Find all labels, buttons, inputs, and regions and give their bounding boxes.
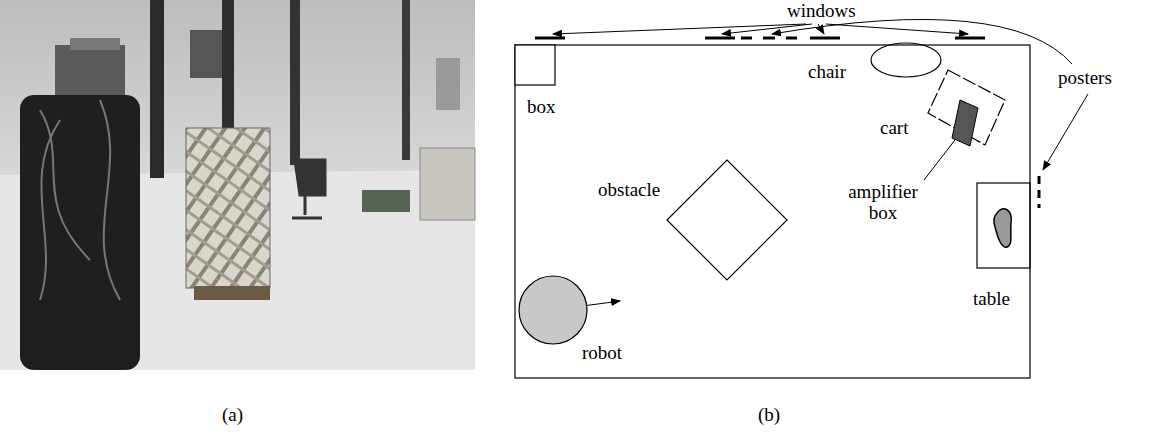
camera xyxy=(70,38,120,50)
outline xyxy=(928,70,1005,145)
amplifier-node: amplifier box xyxy=(950,100,980,146)
table-node: table xyxy=(977,183,1030,268)
window-marks xyxy=(535,37,985,40)
floor-plan xyxy=(515,19,1088,378)
obstacle-node: obstacle xyxy=(667,160,787,280)
column xyxy=(402,0,410,160)
node-shape xyxy=(515,45,555,85)
object-label: amplifier box xyxy=(838,182,928,224)
windows-label: windows xyxy=(787,1,856,22)
window-leaders xyxy=(553,24,968,34)
outline xyxy=(519,276,587,344)
robot-photo xyxy=(20,95,140,370)
outline xyxy=(515,45,555,85)
outline xyxy=(667,160,787,280)
outline xyxy=(871,43,941,77)
box-pile xyxy=(186,128,270,288)
poster xyxy=(190,30,222,78)
node-shape xyxy=(977,183,1030,268)
object-label: cart xyxy=(880,118,908,139)
amplifier-leader xyxy=(924,136,958,180)
chair-node: chair xyxy=(870,42,942,78)
node-shape xyxy=(870,42,942,78)
table-photo xyxy=(420,148,475,220)
cables xyxy=(40,100,120,300)
node-shape xyxy=(950,100,980,146)
pallet xyxy=(194,286,270,300)
outline xyxy=(994,209,1012,247)
object-label: obstacle xyxy=(598,180,660,201)
node-shape xyxy=(667,160,787,280)
poster-leaders xyxy=(772,19,1088,170)
outline xyxy=(952,100,978,146)
chair-photo xyxy=(292,160,325,218)
panel-label: (b) xyxy=(758,405,780,426)
camera xyxy=(55,45,125,95)
object-label: chair xyxy=(808,62,846,83)
cart-photo xyxy=(362,190,410,212)
room-outline xyxy=(515,45,1030,378)
outline xyxy=(977,183,1030,268)
posters-label: posters xyxy=(1058,68,1112,89)
node-shape xyxy=(518,275,588,345)
cart-node: cartamplifier box xyxy=(928,68,1006,146)
panel-label: (a) xyxy=(222,405,243,426)
column xyxy=(290,0,300,165)
poster xyxy=(436,58,460,110)
photo-ground xyxy=(0,0,475,370)
object-label: robot xyxy=(582,343,622,364)
photo xyxy=(0,0,475,370)
robot-node: robot xyxy=(518,275,588,345)
object-label: box xyxy=(527,97,556,118)
column xyxy=(150,0,164,178)
box-node: box xyxy=(515,45,555,85)
object-label: table xyxy=(973,289,1010,310)
